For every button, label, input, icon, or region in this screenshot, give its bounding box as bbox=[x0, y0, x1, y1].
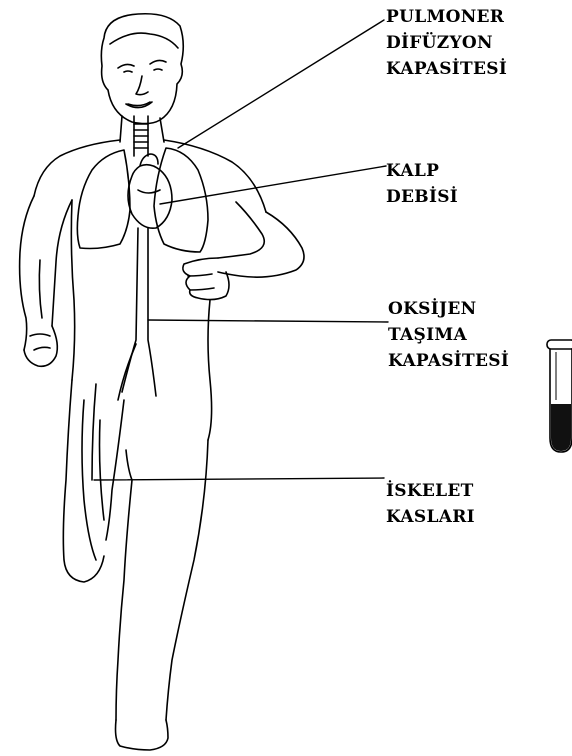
main-vessels bbox=[118, 228, 156, 400]
left-arm bbox=[20, 196, 72, 366]
oxygen-leader-line bbox=[148, 320, 388, 322]
cardiac-leader-line bbox=[160, 166, 386, 204]
pulmonary-diffusion-capacity-label: PULMONER DİFÜZYON KAPASİTESİ bbox=[386, 4, 507, 82]
cardiac-output-label: KALP DEBİSİ bbox=[386, 158, 458, 210]
lungs bbox=[77, 148, 208, 252]
blood-test-tube-icon bbox=[547, 340, 572, 452]
skeletal-muscles-label: İSKELET KASLARI bbox=[386, 478, 475, 530]
right-leg bbox=[116, 440, 209, 750]
heart bbox=[128, 154, 172, 228]
left-leg bbox=[63, 380, 124, 582]
oxygen-carrying-capacity-label: OKSİJEN TAŞIMA KAPASİTESİ bbox=[388, 296, 509, 374]
muscles-leader-line bbox=[94, 478, 384, 480]
head bbox=[101, 14, 183, 124]
torso bbox=[34, 140, 266, 440]
pulmonary-leader-line bbox=[178, 20, 384, 148]
